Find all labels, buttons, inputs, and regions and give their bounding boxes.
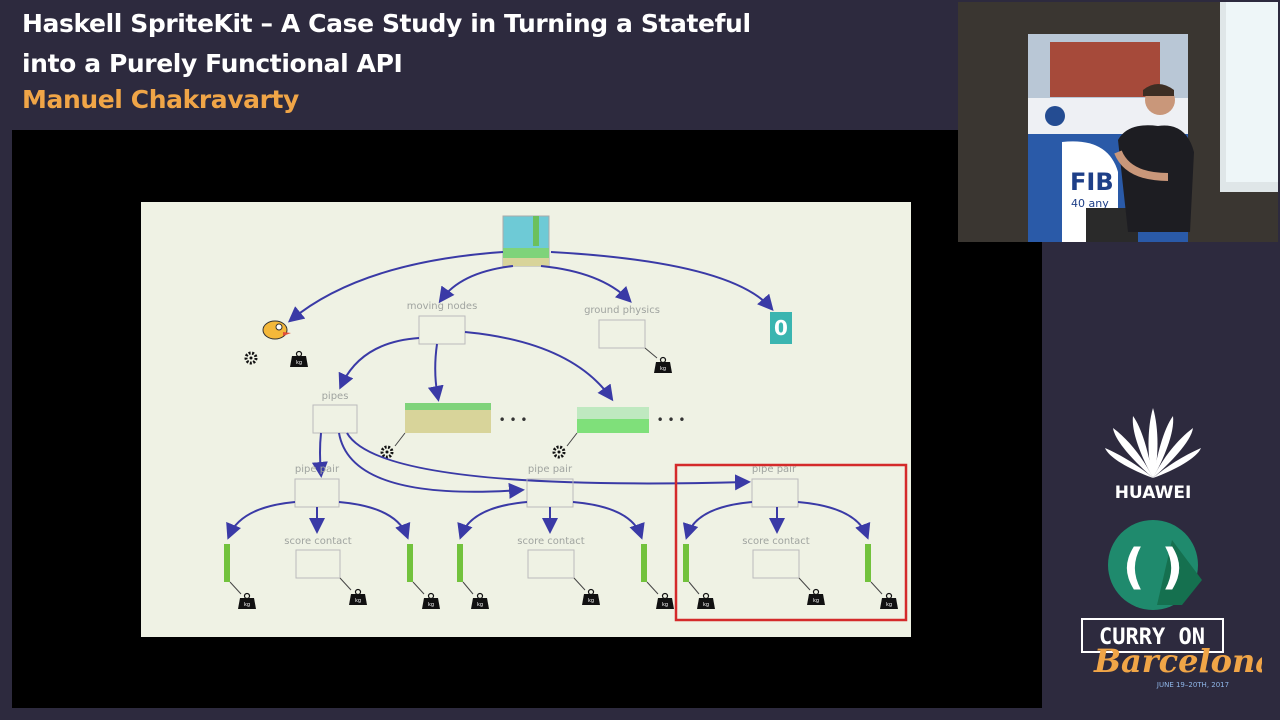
- svg-text:( ): ( ): [1123, 539, 1184, 595]
- banner-subtext: 40 any: [1071, 197, 1109, 210]
- pipe-pair-node: [294, 478, 340, 508]
- curry-on-text: CURRY ON: [1099, 625, 1205, 650]
- score-contact-node: [527, 549, 575, 579]
- score-contact-label: score contact: [742, 536, 810, 547]
- svg-text:0: 0: [774, 316, 788, 340]
- scene-graph-diagram: kg 0: [224, 215, 908, 622]
- pipes-node: [312, 404, 358, 434]
- bird-sprite-icon: [262, 320, 291, 340]
- slide: kg 0: [141, 202, 911, 637]
- weight-icon: [581, 588, 601, 606]
- pipe-pair-label: pipe pair: [752, 464, 797, 475]
- weight-icon: [470, 592, 490, 610]
- speaker-figure: [1086, 84, 1194, 242]
- score-contact-label: score contact: [284, 536, 352, 547]
- pipe-sprite: [457, 544, 463, 582]
- gear-icon: [552, 445, 566, 459]
- curry-on-box: [1081, 618, 1224, 653]
- speaker-name: Manuel Chakravarty: [22, 85, 299, 114]
- pipe-sprite: [683, 544, 689, 582]
- moving-nodes-label: moving nodes: [407, 301, 478, 312]
- root-scene-thumbnail: [502, 215, 550, 267]
- pipe-sprite: [865, 544, 871, 582]
- sponsor-logos: HUAWEI ( ) CURRY ON Barcelona! JUNE 19–2…: [1062, 400, 1280, 700]
- gear-icon: [380, 445, 394, 459]
- weight-icon: [237, 592, 257, 610]
- ground-sprite-1: [405, 403, 491, 433]
- highlight-box: [674, 463, 908, 622]
- weight-icon: [655, 592, 675, 610]
- pipe-sprite: [224, 544, 230, 582]
- ground-physics-node: [598, 319, 646, 349]
- talk-title-line-2: into a Purely Functional API: [22, 49, 403, 78]
- weight-icon: [421, 592, 441, 610]
- moving-nodes-node: [418, 315, 466, 345]
- score-contact-node: [295, 549, 341, 579]
- weight-icon: [806, 588, 826, 606]
- weight-icon: [653, 356, 673, 374]
- ellipsis: • • •: [499, 413, 528, 427]
- event-dates: JUNE 19–20TH, 2017: [1156, 681, 1229, 689]
- weight-icon: [348, 588, 368, 606]
- score-sprite: 0: [770, 312, 792, 344]
- ellipsis: • • •: [657, 413, 686, 427]
- weight-icon: [879, 592, 899, 610]
- speaker-camera: FIB 40 any: [958, 2, 1278, 242]
- talk-title-line-1: Haskell SpriteKit – A Case Study in Turn…: [22, 9, 751, 38]
- ground-sprite-2: [577, 407, 649, 433]
- sponsors-graphic: HUAWEI ( ) CURRY ON Barcelona! JUNE 19–2…: [1081, 408, 1280, 689]
- banner-text: FIB: [1070, 168, 1114, 196]
- curry-on-logo-icon: ( ): [1108, 520, 1202, 610]
- pipe-pair-label: pipe pair: [528, 464, 573, 475]
- gear-icon: [244, 351, 258, 365]
- pipe-pair-node: [526, 478, 574, 508]
- barcelona-text: Barcelona!: [1093, 642, 1262, 680]
- ground-physics-label: ground physics: [584, 305, 660, 316]
- pipe-pair-node: [751, 478, 799, 508]
- camera-view: FIB 40 any: [958, 2, 1278, 242]
- pipe-pair-label: pipe pair: [295, 464, 340, 475]
- talk-title: Haskell SpriteKit – A Case Study in Turn…: [22, 4, 751, 84]
- pipe-sprite: [407, 544, 413, 582]
- pipe-sprite: [641, 544, 647, 582]
- pipes-label: pipes: [322, 391, 349, 402]
- weight-icon: [696, 592, 716, 610]
- huawei-logo: [1105, 408, 1201, 478]
- weight-icon: [289, 350, 309, 368]
- huawei-text: HUAWEI: [1115, 483, 1192, 503]
- score-contact-label: score contact: [517, 536, 585, 547]
- score-contact-node: [752, 549, 800, 579]
